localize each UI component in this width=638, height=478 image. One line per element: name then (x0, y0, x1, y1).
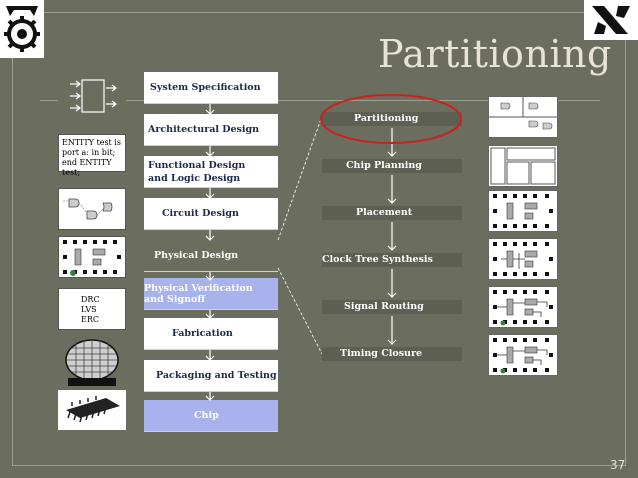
right-bar-chip-planning (322, 159, 462, 173)
right-bar-signal-routing (322, 300, 462, 314)
flow-physical-verification: Physical Verification and Signoff (144, 278, 278, 310)
clock-tree-image (488, 238, 558, 280)
left-flow-arrows (205, 104, 215, 401)
highlight-ellipse (320, 94, 462, 144)
chip-package-image (58, 390, 126, 430)
flow-chip: Chip (144, 400, 278, 432)
flow-circuit-design: Circuit Design (144, 198, 278, 230)
layout-cells-image (58, 236, 126, 278)
right-label-signal-routing: Signal Routing (344, 301, 424, 312)
floorplan-image (488, 145, 558, 187)
slide-title: Partitioning (378, 32, 612, 76)
title-rule (40, 100, 600, 101)
flow-physical-design: Physical Design (144, 240, 278, 272)
flow-packaging-testing: Packaging and Testing (144, 360, 278, 392)
partition-image (488, 96, 558, 138)
flow-functional-logic-design: Functional Design and Logic Design (144, 156, 278, 188)
right-bar-placement (322, 206, 462, 220)
right-bar-timing-closure (322, 347, 462, 361)
right-label-placement: Placement (356, 207, 413, 218)
right-label-clock-tree-synthesis: Clock Tree Synthesis (322, 254, 433, 265)
entity-code-snippet: ENTITY test is port a: in bit; end ENTIT… (58, 134, 126, 177)
expansion-dashed-lines (277, 115, 323, 355)
aleph-logo-icon (584, 0, 638, 40)
page-number: 37 (610, 458, 626, 472)
right-bar-partitioning (322, 112, 462, 126)
right-label-timing-closure: Timing Closure (340, 348, 423, 359)
wafer-image (58, 338, 126, 388)
right-label-chip-planning: Chip Planning (346, 160, 422, 171)
placement-image (488, 190, 558, 232)
right-flow-arrows (387, 128, 397, 345)
routing-image (488, 286, 558, 328)
flow-system-specification: System Specification (144, 72, 278, 104)
right-label-partitioning: Partitioning (354, 113, 419, 124)
block-diagram-icon (58, 74, 126, 120)
logic-gates-image (58, 188, 126, 230)
right-bar-clock-tree (322, 253, 462, 267)
slide-frame (12, 12, 626, 466)
verification-checks: DRC LVS ERC (58, 288, 126, 330)
flow-architectural-design: Architectural Design (144, 114, 278, 146)
flow-fabrication: Fabrication (144, 318, 278, 350)
timing-closure-image (488, 334, 558, 376)
technion-logo-icon (0, 0, 44, 58)
